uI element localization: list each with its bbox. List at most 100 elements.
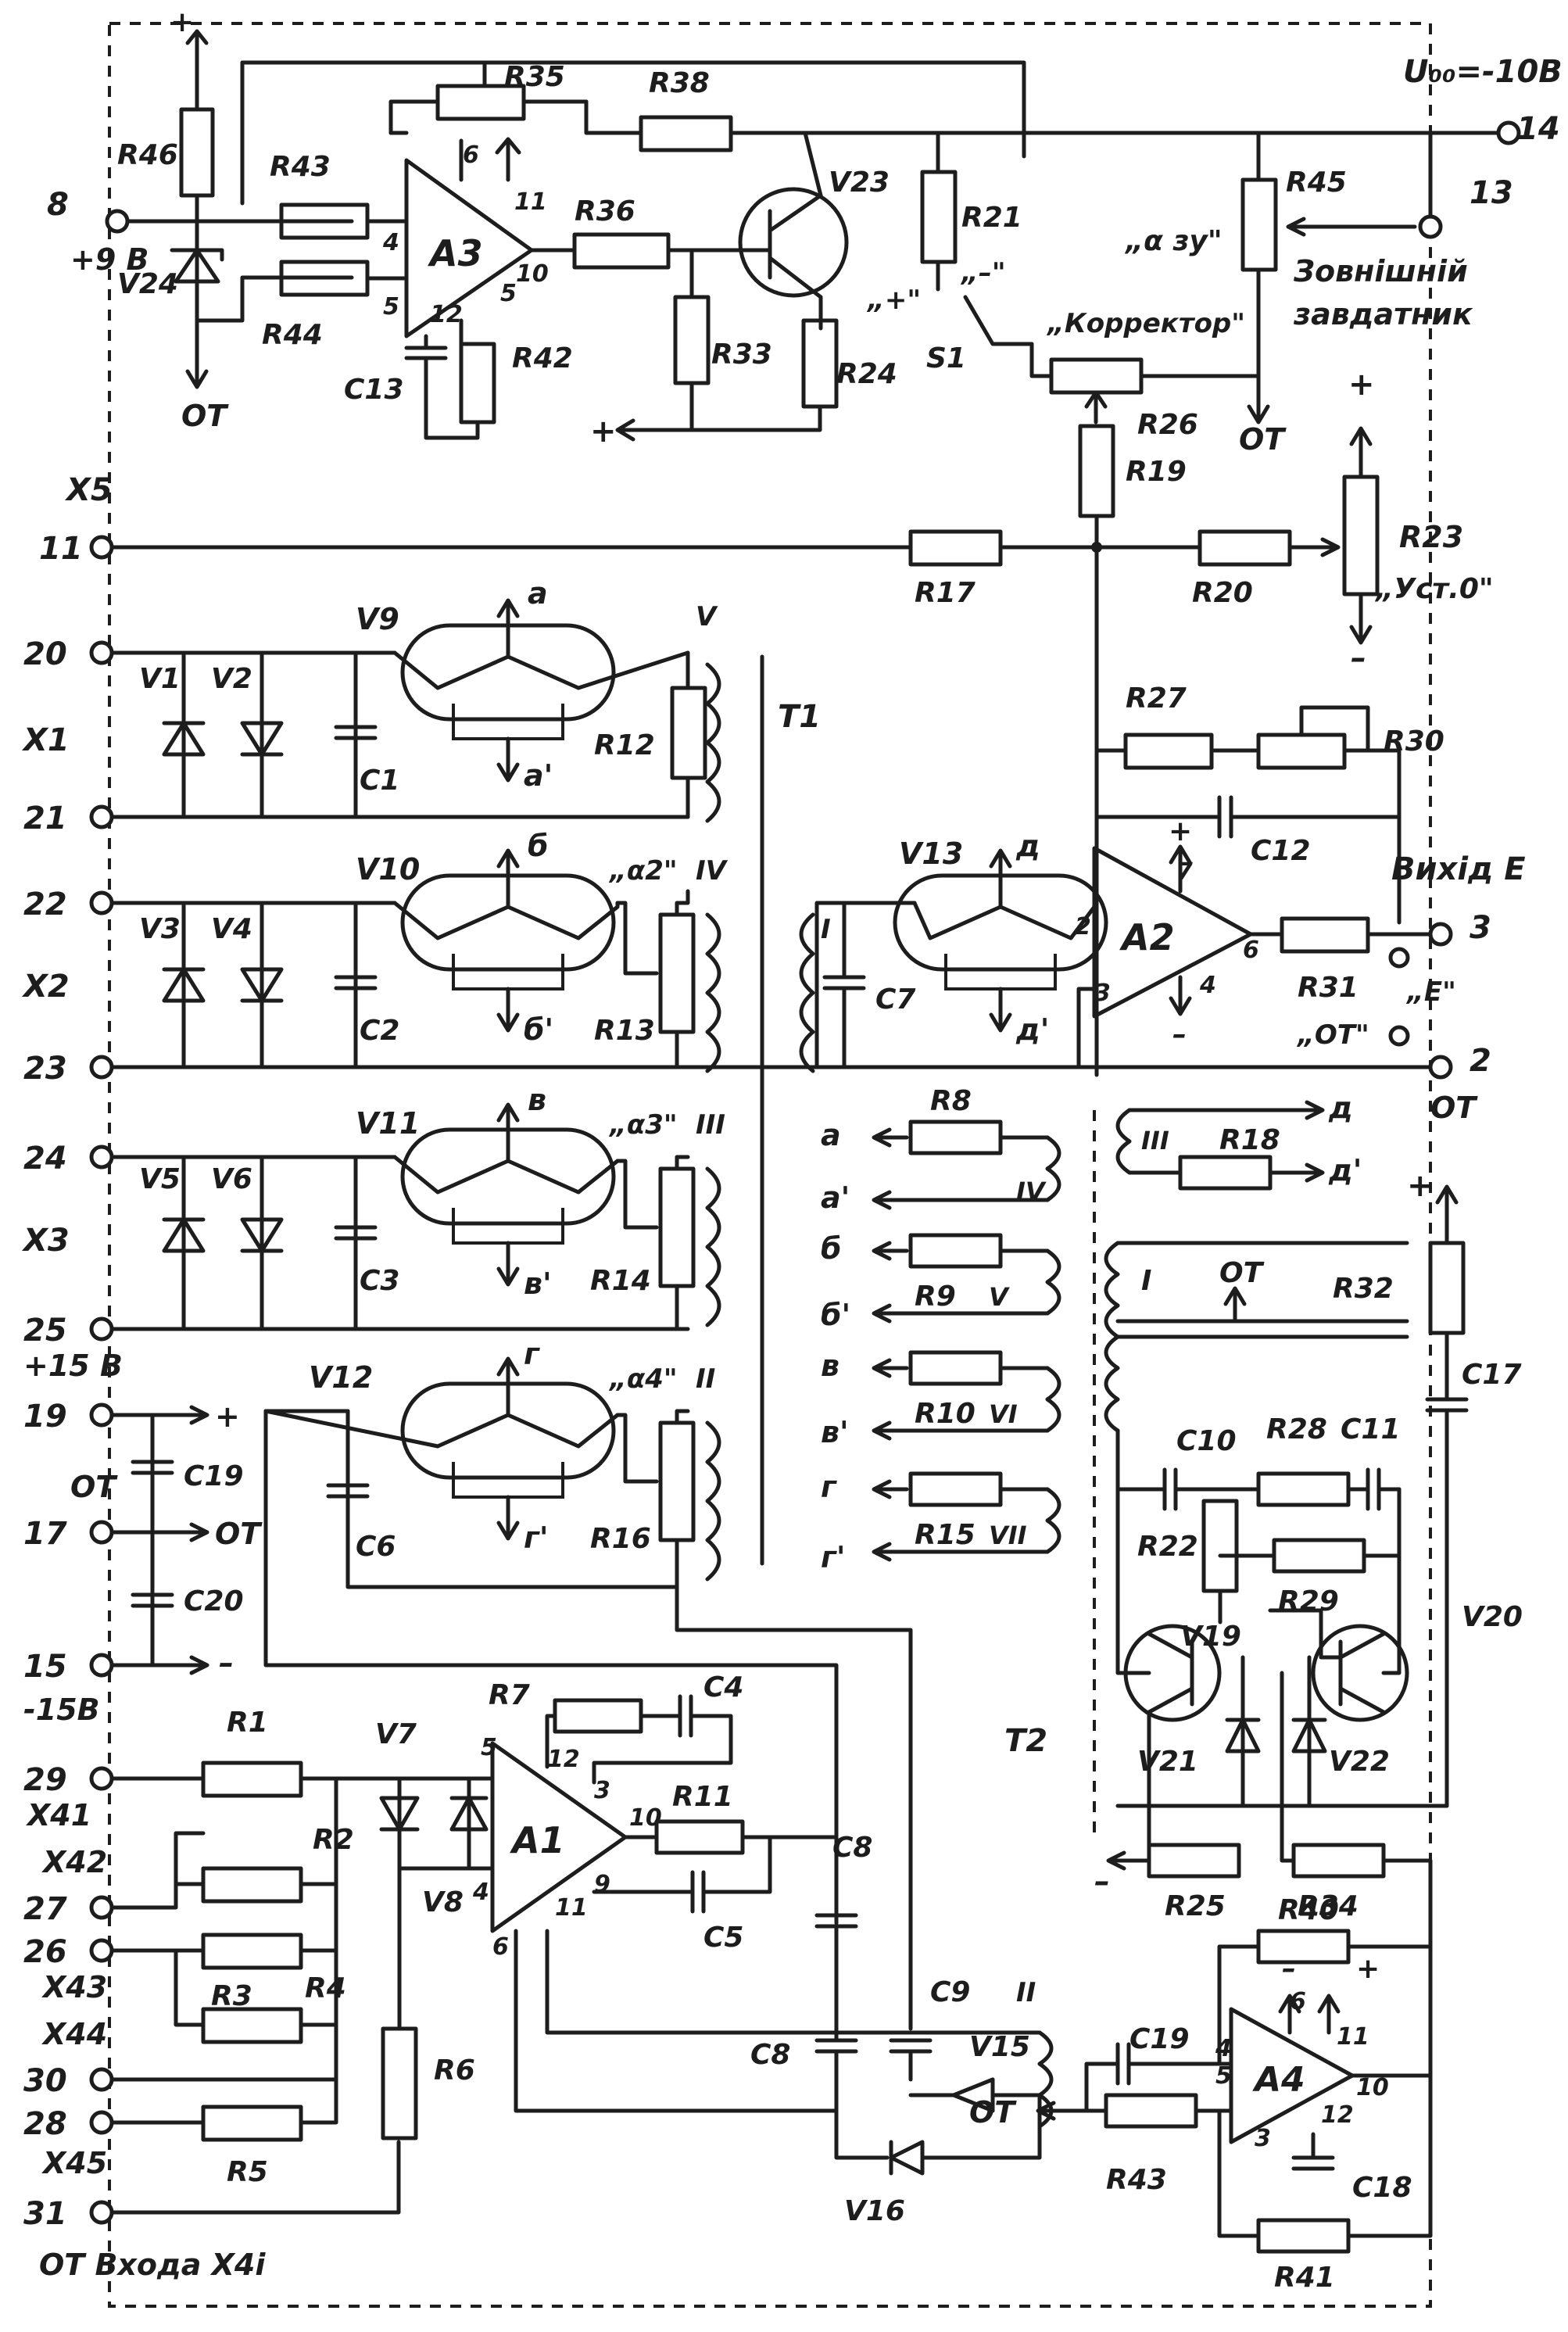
resistor-r32 [1428, 1241, 1466, 1335]
potentiometer-r22[interactable] [1201, 1499, 1239, 1593]
label-r31: R31 [1298, 972, 1359, 1004]
terminal-17[interactable] [89, 1520, 114, 1545]
label-corrector: „Корректор" [1046, 308, 1245, 339]
resistor-r39 [1256, 1929, 1351, 1965]
potentiometer-r13[interactable] [658, 912, 696, 1034]
label-v1: V1 [139, 663, 181, 695]
terminal-20[interactable] [89, 640, 114, 665]
terminal-28[interactable] [89, 2110, 114, 2135]
potentiometer-r14[interactable] [658, 1166, 696, 1288]
diode-v2 [240, 721, 284, 757]
resistor-r18 [1178, 1155, 1273, 1191]
a1-pin11: 11 [555, 1894, 588, 1922]
terminal-23[interactable] [89, 1055, 114, 1080]
potentiometer-r23[interactable] [1342, 475, 1380, 596]
label-v20: V20 [1462, 1601, 1523, 1633]
label-v8: V8 [422, 1886, 464, 1918]
resistor-r17 [908, 529, 1003, 567]
terminal-29[interactable] [89, 1766, 114, 1791]
label-r9: R9 [915, 1281, 956, 1313]
resistor-r27 [1123, 733, 1214, 770]
label-v5: V5 [139, 1163, 181, 1195]
terminal-27[interactable] [89, 1895, 114, 1920]
out-node-g: г [821, 1470, 837, 1504]
label-a3: A3 [428, 232, 483, 274]
terminal-21[interactable] [89, 804, 114, 829]
label-v23: V23 [829, 167, 890, 199]
potentiometer-r30[interactable] [1256, 733, 1347, 770]
potentiometer-r16[interactable] [658, 1420, 696, 1542]
switch-s1[interactable] [963, 295, 1034, 346]
a3-pin12: 12 [430, 301, 463, 328]
node-g: г [524, 1337, 540, 1371]
label-r40: R41 [1274, 2262, 1335, 2294]
label-terminal-17: 17 [23, 1516, 67, 1552]
terminal-13[interactable] [1418, 214, 1443, 239]
terminal-26[interactable] [89, 1938, 114, 1963]
label-terminal-15: 15 [23, 1649, 67, 1685]
opamp-a3 [404, 158, 534, 339]
terminal-22[interactable] [89, 890, 114, 915]
label-v12: V12 [309, 1360, 373, 1395]
label-terminal-21: 21 [23, 801, 67, 836]
label-v19: V19 [1180, 1621, 1241, 1653]
terminal-8[interactable] [105, 209, 130, 234]
terminal-25[interactable] [89, 1316, 114, 1342]
opamp-a1 [490, 1741, 628, 1933]
terminal-30[interactable] [89, 2067, 114, 2092]
label-alpha2: „α2" [608, 855, 678, 887]
label-terminal-27: 27 [23, 1891, 67, 1927]
label-c10: C10 [1176, 1425, 1237, 1457]
label-v15: V15 [969, 2031, 1030, 2063]
label-c17: C13 [344, 374, 404, 406]
terminal-31[interactable] [89, 2200, 114, 2225]
label-ot-out: ОТ [1430, 1091, 1478, 1125]
resistor-r11 [654, 1819, 745, 1855]
label-r4: R4 [305, 1972, 346, 2004]
label-r6: R6 [434, 2054, 475, 2087]
out-node-b: б [821, 1231, 842, 1266]
terminal-24[interactable] [89, 1145, 114, 1170]
resistor-r4 [201, 2007, 303, 2044]
label-r46: R46 [117, 139, 178, 171]
label-s1: S1 [926, 342, 966, 374]
test-point-e[interactable] [1388, 947, 1410, 969]
label-x1: X1 [21, 722, 70, 758]
terminal-15[interactable] [89, 1653, 114, 1678]
terminal-19[interactable] [89, 1402, 114, 1427]
label-ot-17a: ОТ [70, 1470, 118, 1504]
terminal-3[interactable] [1428, 922, 1453, 947]
label-c7: C7 [875, 983, 915, 1016]
winding-label-iv: IV [696, 855, 729, 887]
r23-minus: – [1351, 640, 1366, 676]
node-a: а [528, 576, 548, 611]
label-out-e: „E" [1405, 976, 1456, 1008]
label-r21: R21 [961, 202, 1022, 234]
a1-pin12: 12 [547, 1746, 580, 1773]
terminal-11[interactable] [89, 535, 114, 560]
r32-plus: + [1407, 1168, 1434, 1204]
label-c4: C4 [703, 1671, 743, 1703]
node-b: б [528, 829, 549, 863]
input-amplifier-a1: 29 X41 X42 27 26 X43 X44 30 28 X45 31 ОТ… [23, 1671, 1054, 2282]
test-point-ot[interactable] [1388, 1025, 1410, 1047]
board-outline [108, 22, 1432, 2308]
capacitor-c19 [131, 1460, 174, 1475]
out-node-v1: в' [821, 1415, 849, 1449]
label-a2: A2 [1119, 916, 1175, 958]
label-r41: R42 [512, 342, 573, 374]
resistor-r8 [908, 1119, 1003, 1155]
winding-label-i-t2: I [1141, 1265, 1151, 1297]
winding-label-i: I [821, 914, 831, 945]
terminal-14[interactable] [1496, 120, 1521, 145]
plus-v23: + [590, 414, 617, 450]
a4-pin5: 5 [1215, 2062, 1232, 2090]
label-v4: V4 [211, 913, 252, 945]
input-channels-t1: 20 X1 21 V1 V2 C1 V9 а а' R12 V T1 22 X2 [21, 576, 1433, 2031]
a3-stabilizer-block: + R46 8 +9 В V24 ОТ R43 R44 A3 4 5 6 11 … [47, 6, 1563, 550]
winding-label-iii-t2: III [1141, 1126, 1169, 1155]
label-v9: V9 [356, 602, 399, 636]
label-v10: V10 [356, 852, 420, 887]
terminal-2[interactable] [1428, 1055, 1453, 1080]
